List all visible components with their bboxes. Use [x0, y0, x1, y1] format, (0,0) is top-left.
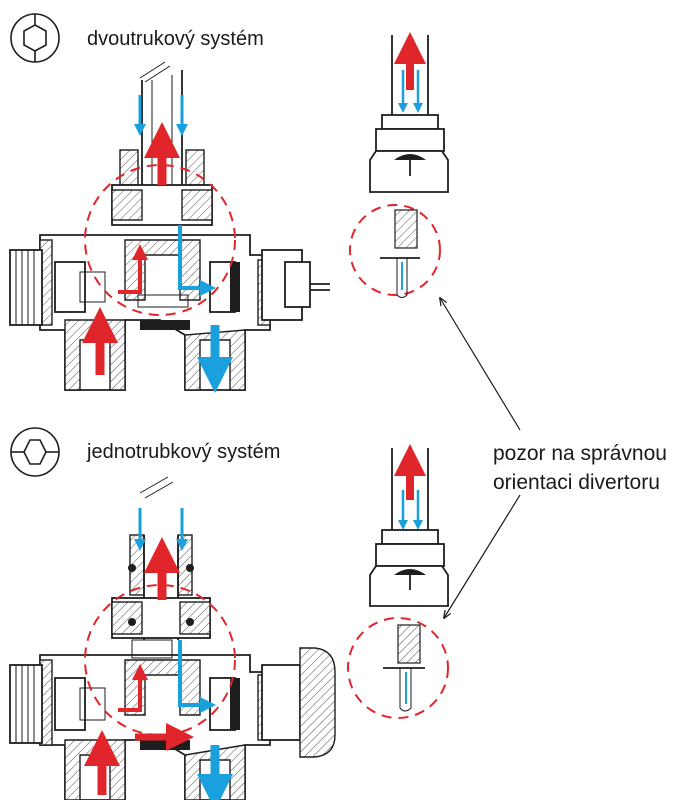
pipe-break-mark-2	[139, 476, 174, 499]
valve-left-cap	[9, 249, 106, 326]
inner-blue-path	[178, 225, 216, 296]
valve-riser-pipe-2	[111, 534, 211, 640]
one-pipe-section: jednotrubkový systém	[9, 427, 336, 800]
detail-circle	[84, 164, 236, 316]
divertor-circle-top	[349, 204, 441, 296]
one-pipe-title: jednotrubkový systém	[86, 441, 280, 463]
pipe-break-mark	[139, 61, 171, 83]
valve-right-head	[209, 249, 330, 321]
divertor-detail-bottom	[347, 444, 449, 719]
callout-pointer-bottom	[444, 494, 521, 618]
flow-arrows-2	[84, 508, 233, 800]
two-pipe-system-icon	[10, 13, 60, 63]
divertor-circle-bottom	[347, 617, 449, 719]
two-pipe-section: dvoutrukový systém	[9, 13, 330, 393]
divertor-detail-top	[349, 32, 449, 298]
divertor-callout: pozor na správnou orientaci divertoru	[440, 298, 667, 618]
callout-line-1: pozor na správnou	[493, 442, 667, 465]
callout-line-2: orientaci divertoru	[493, 471, 660, 494]
inner-red-path	[118, 244, 148, 294]
callout-pointer-top	[440, 298, 521, 431]
one-pipe-system-icon	[10, 427, 60, 477]
valve-left-cap-2	[9, 664, 106, 744]
detail-circle-2	[84, 584, 236, 736]
valve-right-cap-2	[209, 647, 336, 758]
flow-arrows	[82, 95, 233, 393]
two-pipe-title: dvoutrukový systém	[87, 28, 264, 50]
